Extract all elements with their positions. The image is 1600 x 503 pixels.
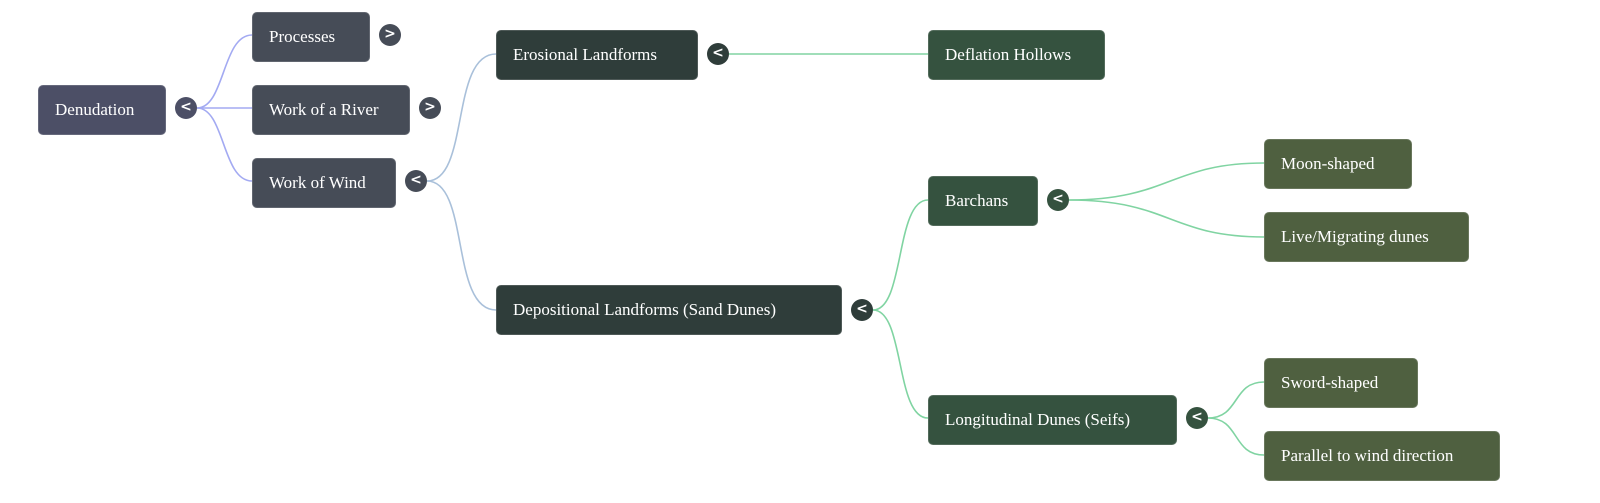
node-work-of-a-river[interactable]: Work of a River [252, 85, 410, 135]
edge-depositional-seifs [872, 309, 929, 419]
collapse-toggle-erosional[interactable]: < [707, 43, 729, 65]
edge-wind-depositional [426, 180, 497, 311]
node-parallel-to-wind[interactable]: Parallel to wind direction [1264, 431, 1500, 481]
expand-toggle-processes[interactable]: > [379, 24, 401, 46]
edge-barchans-live [1068, 199, 1265, 238]
collapse-toggle-seifs[interactable]: < [1186, 407, 1208, 429]
collapse-toggle-wind[interactable]: < [405, 170, 427, 192]
edge-seifs-parallel [1207, 417, 1265, 456]
collapse-toggle-barchans[interactable]: < [1047, 189, 1069, 211]
collapse-toggle-depositional[interactable]: < [851, 299, 873, 321]
node-depositional-landforms[interactable]: Depositional Landforms (Sand Dunes) [496, 285, 842, 335]
edge-wind-erosional [426, 53, 497, 182]
edge-barchans-moon [1068, 162, 1265, 201]
node-sword-shaped[interactable]: Sword-shaped [1264, 358, 1418, 408]
edge-denudation-wind [196, 107, 253, 182]
node-live-migrating-dunes[interactable]: Live/Migrating dunes [1264, 212, 1469, 262]
edge-seifs-sword [1207, 381, 1265, 419]
node-deflation-hollows[interactable]: Deflation Hollows [928, 30, 1105, 80]
node-barchans[interactable]: Barchans [928, 176, 1038, 226]
collapse-toggle-denudation[interactable]: < [175, 97, 197, 119]
node-moon-shaped[interactable]: Moon-shaped [1264, 139, 1412, 189]
expand-toggle-river[interactable]: > [419, 97, 441, 119]
edge-depositional-barchans [872, 199, 929, 311]
node-erosional-landforms[interactable]: Erosional Landforms [496, 30, 698, 80]
node-denudation[interactable]: Denudation [38, 85, 166, 135]
node-longitudinal-dunes[interactable]: Longitudinal Dunes (Seifs) [928, 395, 1177, 445]
node-work-of-wind[interactable]: Work of Wind [252, 158, 396, 208]
edge-denudation-processes [196, 34, 253, 109]
node-processes[interactable]: Processes [252, 12, 370, 62]
